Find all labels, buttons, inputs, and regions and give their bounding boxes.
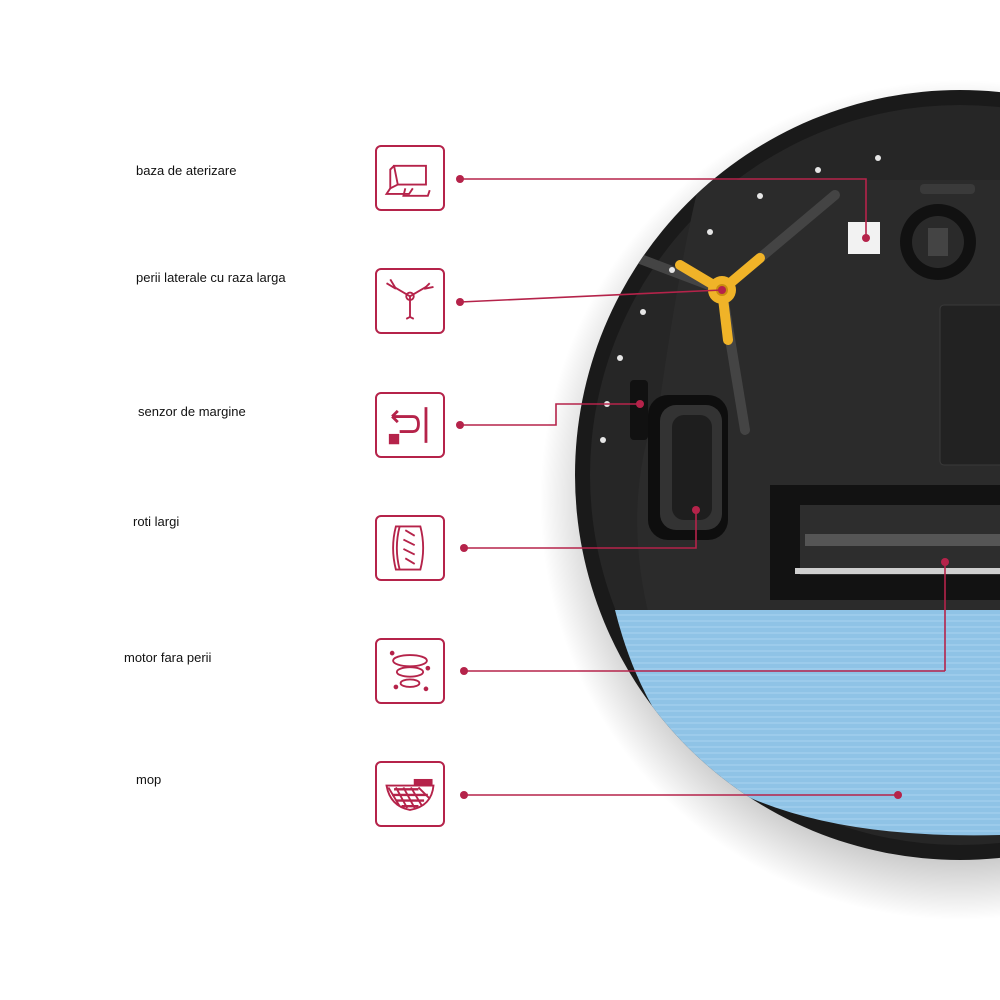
feature-label-docking: baza de aterizare	[136, 163, 237, 178]
side-brush-icon	[375, 268, 445, 334]
feature-label-side-brush: perii laterale cu raza larga	[136, 270, 286, 285]
edge-sensor	[630, 380, 648, 440]
leader-line-edge-sensor	[460, 403, 640, 426]
mop-icon	[375, 761, 445, 827]
wide-wheel-icon	[375, 515, 445, 581]
mop-pad	[615, 610, 1000, 836]
feature-label-edge-sensor: senzor de margine	[138, 404, 246, 419]
leader-line-docking	[460, 178, 867, 238]
feature-label-motor: motor fara perii	[124, 650, 212, 665]
drive-wheel	[648, 395, 728, 540]
battery-cover	[939, 304, 1000, 466]
edge-sensor-icon	[375, 392, 445, 458]
docking-base-icon	[375, 145, 445, 211]
feature-label-wheels: roti largi	[133, 514, 180, 529]
leader-line-wheel	[464, 510, 697, 549]
leader-line-side-brush	[459, 289, 723, 303]
feature-label-mop: mop	[136, 772, 162, 787]
brushless-motor-icon	[375, 638, 445, 704]
side-brush	[580, 190, 840, 435]
